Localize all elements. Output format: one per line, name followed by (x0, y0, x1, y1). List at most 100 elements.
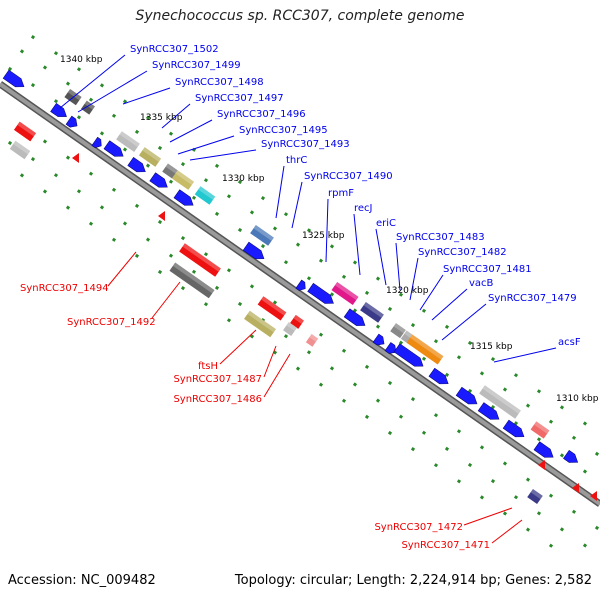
genome-backbone (0, 81, 600, 507)
tick-mark (306, 276, 312, 281)
tick-mark (111, 113, 117, 118)
tick-mark (375, 324, 381, 329)
tick-mark (76, 115, 82, 120)
tick-mark (433, 339, 439, 344)
gene-feature (257, 296, 287, 321)
tick-mark (329, 244, 335, 249)
gene-feature (127, 156, 146, 173)
forward-label-leader (275, 165, 285, 219)
reverse-gene-label: SynRCC307_1486 (173, 394, 262, 405)
tick-mark (364, 290, 370, 295)
gene-feature (295, 279, 306, 291)
gene-feature (390, 323, 406, 339)
kbp-position-label: 1320 kbp (386, 286, 429, 296)
tick-mark (364, 364, 370, 369)
forward-gene-label: SynRCC307_1493 (261, 139, 350, 150)
reverse-gene-label: SynRCC307_1492 (67, 317, 156, 328)
reverse-label-leader (151, 281, 181, 319)
tick-mark (341, 348, 347, 353)
tick-marks (7, 35, 600, 548)
forward-label-leader (161, 103, 191, 129)
tick-mark (42, 139, 48, 144)
reverse-label-leader (491, 519, 523, 544)
tick-mark (53, 51, 59, 56)
gene-feature (171, 170, 195, 190)
forward-gene-label: rpmF (328, 188, 354, 199)
kbp-position-label: 1335 kbp (140, 113, 183, 123)
genome-summary: Topology: circular; Length: 2,224,914 bp… (234, 573, 592, 588)
tick-mark (318, 382, 324, 387)
tick-mark (260, 244, 266, 249)
tick-mark (157, 145, 163, 151)
kbp-position-label: 1330 kbp (222, 174, 265, 184)
gene-feature (502, 419, 525, 438)
tick-mark (180, 286, 186, 291)
tick-mark (237, 179, 243, 185)
tick-mark (180, 162, 186, 167)
gene-feature (384, 342, 397, 354)
tick-mark (42, 65, 48, 70)
tick-mark (76, 67, 82, 72)
tick-mark (525, 403, 531, 408)
tick-mark (122, 221, 128, 226)
tick-mark (502, 511, 508, 516)
gene-feature (116, 131, 140, 153)
forward-label-leader (189, 149, 257, 161)
forward-label-leader (441, 303, 487, 341)
gene-feature (162, 163, 178, 179)
forward-label-leader (409, 257, 419, 301)
gene-feature (250, 224, 274, 246)
reverse-gene-arrow (158, 211, 165, 221)
gene-feature (9, 140, 31, 160)
tick-mark (65, 155, 71, 160)
tick-mark (226, 194, 232, 199)
reverse-gene-arrow (72, 153, 79, 163)
tick-mark (571, 509, 577, 514)
tick-mark (410, 323, 416, 328)
gene-feature (13, 121, 37, 142)
tick-mark (283, 260, 289, 265)
gene-feature (283, 322, 297, 336)
reverse-label-leader (463, 507, 513, 526)
tick-mark (456, 429, 462, 434)
tick-mark (398, 292, 404, 297)
tick-mark (513, 495, 519, 500)
tick-mark (30, 35, 36, 40)
tick-mark (272, 300, 278, 305)
tick-mark (571, 435, 577, 440)
forward-gene-label: recJ (354, 203, 373, 214)
forward-label-leader (375, 228, 387, 286)
gene-feature (455, 386, 478, 405)
tick-mark (122, 147, 128, 152)
tick-mark (226, 318, 232, 323)
gene-feature (428, 367, 449, 385)
kbp-position-label: 1340 kbp (60, 55, 103, 65)
tick-mark (398, 414, 404, 419)
tick-mark (203, 178, 209, 183)
tick-mark (134, 203, 140, 208)
tick-mark (582, 543, 588, 548)
gene-feature (305, 334, 319, 347)
tick-mark (536, 511, 542, 516)
tick-mark (364, 414, 370, 419)
tick-mark (249, 210, 255, 215)
tick-mark (191, 269, 197, 274)
tick-mark (306, 350, 312, 355)
reverse-gene-label: SynRCC307_1472 (374, 522, 463, 533)
forward-gene-label: SynRCC307_1482 (418, 247, 507, 258)
tick-mark (387, 430, 393, 436)
tick-mark (479, 445, 485, 450)
gene-labels: SynRCC307_1502SynRCC307_1499SynRCC307_14… (20, 44, 581, 551)
tick-mark (249, 284, 255, 289)
tick-mark (525, 477, 531, 482)
tick-mark (594, 525, 600, 530)
gene-feature (343, 308, 366, 326)
tick-mark (329, 292, 335, 297)
tick-mark (111, 187, 117, 192)
forward-gene-label: SynRCC307_1483 (396, 232, 485, 243)
tick-mark (582, 469, 588, 474)
tick-mark (145, 237, 151, 242)
tick-mark (88, 97, 94, 102)
reverse-gene-label: SynRCC307_1471 (401, 540, 490, 551)
forward-gene-label: SynRCC307_1481 (443, 264, 532, 275)
